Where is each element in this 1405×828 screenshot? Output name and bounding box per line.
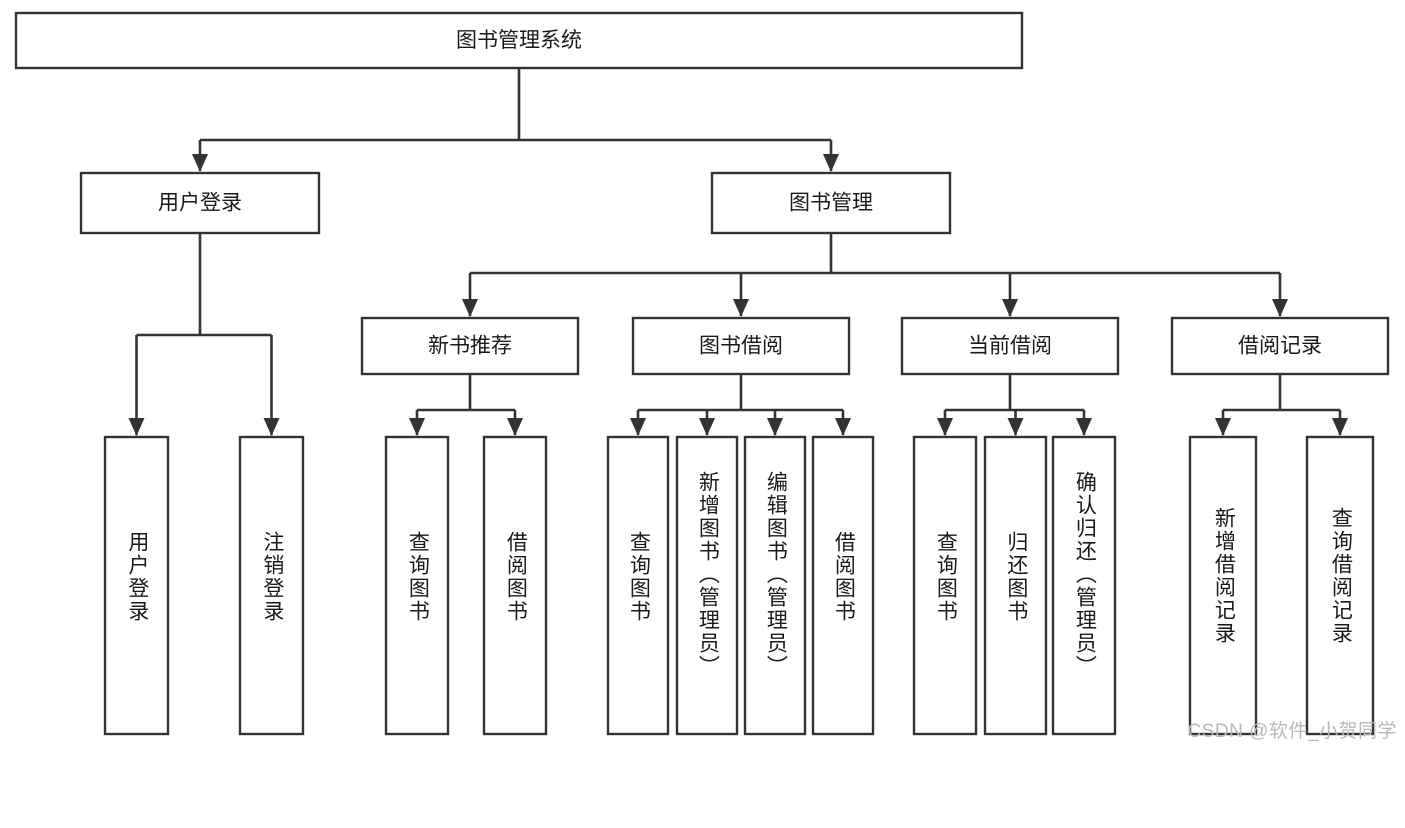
node-box-leaf-user-login[interactable] bbox=[103, 435, 170, 736]
arrow-icon-leaf-query-book-3 bbox=[937, 418, 953, 436]
node-label-borrow-record: 借阅记录 bbox=[1238, 335, 1322, 358]
arrow-icon-book-manage bbox=[823, 154, 839, 172]
node-box-leaf-user-logout[interactable] bbox=[238, 435, 305, 736]
arrow-icon-leaf-user-login bbox=[128, 418, 145, 436]
node-box-book-borrow[interactable] bbox=[631, 316, 851, 376]
connectors-layer bbox=[128, 68, 1348, 436]
node-box-user-login[interactable] bbox=[79, 171, 321, 235]
node-box-book-manage[interactable] bbox=[710, 171, 952, 235]
node-label-root: 图书管理系统 bbox=[456, 29, 582, 52]
arrow-icon-leaf-query-record bbox=[1332, 418, 1348, 436]
arrow-icon-book-borrow bbox=[733, 299, 749, 317]
arrow-icon-borrow-record bbox=[1272, 299, 1288, 317]
watermark-text: CSDN @软件_小贺同学 bbox=[1187, 721, 1397, 742]
node-box-leaf-borrow-book-2[interactable] bbox=[811, 435, 875, 736]
node-box-leaf-confirm-return[interactable] bbox=[1051, 435, 1117, 736]
arrow-icon-leaf-add-record bbox=[1215, 418, 1231, 436]
arrow-icon-leaf-borrow-book-1 bbox=[507, 418, 523, 436]
node-box-leaf-query-book-2[interactable] bbox=[606, 435, 670, 736]
node-label-book-borrow: 图书借阅 bbox=[699, 335, 783, 358]
node-box-current-borrow[interactable] bbox=[900, 316, 1120, 376]
node-box-leaf-edit-book[interactable] bbox=[743, 435, 807, 736]
node-box-leaf-query-record[interactable] bbox=[1305, 435, 1375, 736]
node-box-borrow-record[interactable] bbox=[1170, 316, 1390, 376]
node-box-leaf-add-book[interactable] bbox=[675, 435, 739, 736]
arrow-icon-new-book-recommend bbox=[462, 299, 478, 317]
node-box-leaf-add-record[interactable] bbox=[1188, 435, 1258, 736]
node-label-new-book-recommend: 新书推荐 bbox=[428, 335, 512, 358]
node-label-current-borrow: 当前借阅 bbox=[968, 335, 1052, 358]
boxes-layer bbox=[14, 11, 1390, 736]
arrow-icon-leaf-query-book-1 bbox=[409, 418, 425, 436]
arrow-icon-leaf-user-logout bbox=[263, 418, 280, 436]
arrow-icon-leaf-add-book bbox=[699, 418, 715, 436]
diagram-root: 图书管理系统用户登录图书管理新书推荐图书借阅当前借阅借阅记录 用户登录注销登录查… bbox=[14, 11, 1397, 742]
node-box-root[interactable] bbox=[14, 11, 1024, 70]
arrow-icon-user-login bbox=[192, 154, 208, 172]
arrow-icon-leaf-query-book-2 bbox=[630, 418, 646, 436]
arrow-icon-leaf-return-book bbox=[1007, 418, 1024, 436]
node-label-book-manage: 图书管理 bbox=[789, 192, 873, 215]
node-box-leaf-query-book-1[interactable] bbox=[384, 435, 450, 736]
arrow-icon-leaf-edit-book bbox=[767, 418, 783, 436]
arrow-icon-current-borrow bbox=[1002, 299, 1018, 317]
node-box-leaf-query-book-3[interactable] bbox=[912, 435, 978, 736]
arrow-icon-leaf-confirm-return bbox=[1076, 418, 1092, 436]
arrow-icon-leaf-borrow-book-2 bbox=[835, 418, 851, 436]
node-box-new-book-recommend[interactable] bbox=[360, 316, 580, 376]
node-label-user-login: 用户登录 bbox=[158, 192, 242, 215]
node-box-leaf-borrow-book-1[interactable] bbox=[482, 435, 548, 736]
node-box-leaf-return-book[interactable] bbox=[983, 435, 1048, 736]
